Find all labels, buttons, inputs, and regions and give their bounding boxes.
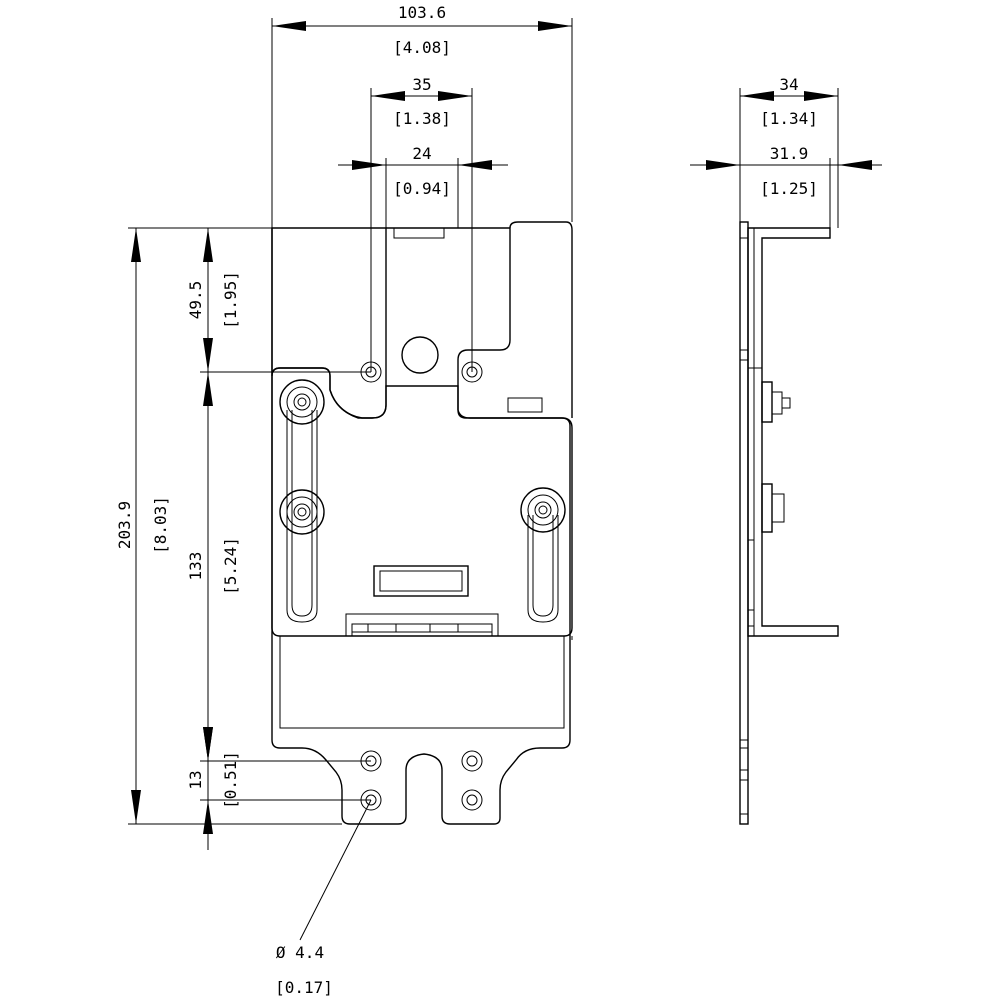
overall-height-inch: [8.03] [151, 496, 170, 554]
round-boss [401, 336, 439, 374]
top-right-tab [509, 221, 573, 418]
hole-diameter-mm: Ø 4.4 [276, 943, 324, 962]
plate-top-right [271, 227, 571, 825]
front-dimensions [128, 18, 573, 941]
side-dimensions [690, 88, 882, 228]
flange-depth-mm: 31.9 [770, 144, 809, 163]
module-base-lines [279, 636, 565, 729]
flange-depth-inch: [1.25] [760, 179, 818, 198]
module-body [271, 367, 573, 637]
hole-pitch-outer-inch: [1.38] [393, 109, 451, 128]
side-bracket [747, 227, 839, 637]
overall-depth-inch: [1.34] [760, 109, 818, 128]
overall-height-mm: 203.9 [115, 501, 134, 549]
dimension-labels: 103.6 [4.08] 35 [1.38] 24 [0.94] 34 [1.3… [115, 3, 818, 997]
top-to-holes-inch: [1.95] [221, 271, 240, 329]
screw-top [279, 379, 325, 425]
hole-pitch-inner-inch: [0.94] [393, 179, 451, 198]
hole-pitch-inner-mm: 24 [412, 144, 431, 163]
hole-pitch-outer-mm: 35 [412, 75, 431, 94]
module-base-inner [271, 636, 573, 640]
top-mounting-holes [360, 361, 483, 383]
screw-middle [279, 489, 325, 535]
connector-strip [345, 613, 499, 636]
side-screw-bottom [761, 483, 785, 533]
side-screw-top [761, 381, 791, 423]
bottom-hole-pitch-inch: [0.51] [221, 751, 240, 809]
bottom-hole-pitch-mm: 13 [186, 770, 205, 789]
side-plate [739, 221, 749, 825]
holes-to-bottom-inch: [5.24] [221, 537, 240, 595]
top-to-holes-mm: 49.5 [186, 281, 205, 320]
mounting-plate-outline [271, 227, 387, 419]
adjustment-slots [286, 410, 559, 623]
overall-width-mm: 103.6 [398, 3, 446, 22]
display-window [373, 565, 469, 597]
hole-diameter-inch: [0.17] [275, 978, 333, 997]
top-flange [393, 227, 445, 239]
screw-right [520, 487, 566, 533]
side-view [739, 221, 839, 825]
display-window-inner [379, 570, 463, 592]
bottom-mounting-holes [360, 750, 483, 811]
holes-to-bottom-mm: 133 [186, 552, 205, 581]
overall-depth-mm: 34 [779, 75, 798, 94]
overall-width-inch: [4.08] [393, 38, 451, 57]
front-view [271, 221, 573, 825]
top-latch [507, 397, 543, 413]
